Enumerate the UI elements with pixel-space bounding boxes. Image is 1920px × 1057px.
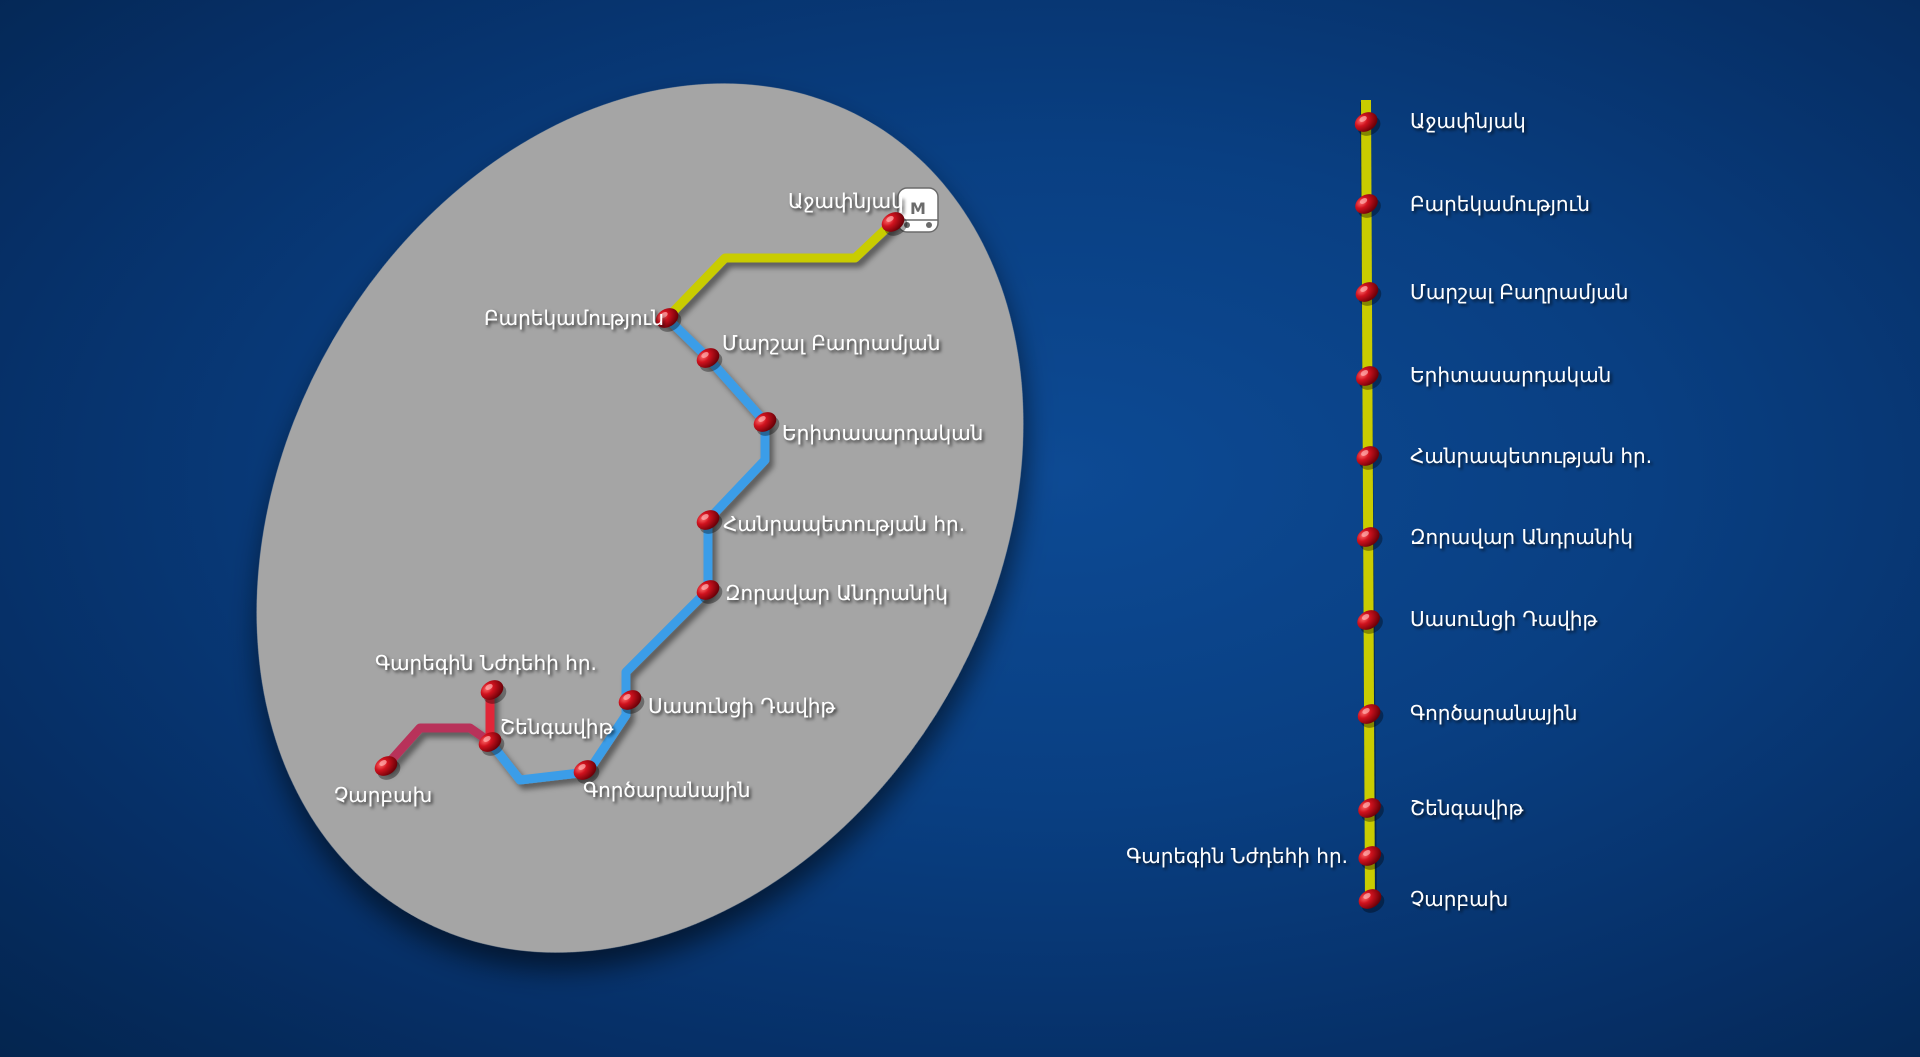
schematic-marker-4[interactable]	[1353, 442, 1386, 474]
map-disc	[256, 83, 1024, 953]
schematic-marker-1[interactable]	[1352, 190, 1385, 222]
map-station-markers	[371, 208, 911, 788]
map-marker-azhdanyak[interactable]	[878, 208, 911, 240]
schematic-line	[1360, 99, 1377, 906]
map-marker-yeritasardakan[interactable]	[750, 408, 783, 440]
schematic-station-labels: Աջափնյակ Բարեկամություն Մարշալ Բաղրամյան…	[1126, 109, 1652, 911]
map-label-shengavit[interactable]: Շենգավիթ	[500, 715, 613, 739]
schematic-station-markers	[1351, 108, 1388, 917]
map-label-garegin[interactable]: Գարեգին Նժդեհի հր.	[375, 651, 597, 675]
schematic-label-9[interactable]: Գարեգին Նժդեհի հր.	[1126, 844, 1348, 868]
schematic-marker-0[interactable]	[1351, 108, 1384, 140]
map-marker-hanrapetutyan[interactable]	[693, 506, 726, 538]
metro-train-icon	[897, 187, 939, 233]
schematic-marker-10[interactable]	[1355, 885, 1388, 917]
schematic-marker-2[interactable]	[1352, 278, 1385, 310]
schematic-label-6[interactable]: Սասունցի Դավիթ	[1410, 607, 1597, 631]
map-station-labels: Աջափնյակ Բարեկամություն Մարշալ Բաղրամյան…	[334, 189, 983, 807]
map-marker-garegin[interactable]	[477, 676, 510, 708]
line-crimson-segment	[381, 723, 495, 771]
map-marker-gortsaranayin[interactable]	[570, 756, 603, 788]
map-label-barekamutyun[interactable]: Բարեկամություն	[484, 306, 664, 330]
map-label-charbakh[interactable]: Չարբախ	[334, 783, 432, 807]
schematic-marker-8[interactable]	[1355, 794, 1388, 826]
schematic-label-2[interactable]: Մարշալ Բաղրամյան	[1410, 280, 1628, 304]
schematic-label-7[interactable]: Գործարանային	[1410, 701, 1577, 725]
schematic-label-4[interactable]: Հանրապետության հր.	[1410, 444, 1652, 468]
schematic-label-1[interactable]: Բարեկամություն	[1410, 192, 1590, 216]
map-marker-marshal[interactable]	[693, 344, 726, 376]
schematic-marker-6[interactable]	[1354, 606, 1387, 638]
metro-logo: M	[897, 187, 939, 233]
schematic-marker-9[interactable]	[1355, 842, 1388, 874]
schematic-label-3[interactable]: Երիտասարդական	[1410, 363, 1611, 387]
schematic-marker-3[interactable]	[1352, 362, 1385, 394]
schematic-label-0[interactable]: Աջափնյակ	[1410, 109, 1526, 133]
map-marker-shengavit[interactable]	[475, 728, 508, 760]
map-label-hanrapetutyan[interactable]: Հանրապետության հր.	[723, 512, 965, 536]
schematic-label-10[interactable]: Չարբախ	[1410, 887, 1508, 911]
map-label-marshal[interactable]: Մարշալ Բաղրամյան	[722, 331, 940, 355]
map-label-sasuntsi[interactable]: Սասունցի Դավիթ	[648, 694, 835, 718]
map-marker-zoravar[interactable]	[693, 576, 726, 608]
map-marker-charbakh[interactable]	[371, 752, 404, 784]
schematic-marker-5[interactable]	[1353, 523, 1386, 555]
map-label-zoravar[interactable]: Զորավար Անդրանիկ	[725, 581, 948, 605]
line-yellow-segment	[662, 217, 898, 323]
schematic-label-8[interactable]: Շենգավիթ	[1410, 796, 1523, 820]
metro-logo-letter: M	[910, 199, 926, 218]
schematic-line-bar	[1361, 99, 1375, 906]
map-label-azhdanyak[interactable]: Աջափնյակ	[788, 189, 904, 213]
map-marker-barekamutyun[interactable]	[652, 304, 685, 336]
map-label-yeritasardakan[interactable]: Երիտասարդական	[782, 421, 983, 445]
schematic-label-5[interactable]: Զորավար Անդրանիկ	[1410, 525, 1633, 549]
schematic-marker-7[interactable]	[1354, 700, 1387, 732]
map-marker-sasuntsi[interactable]	[615, 686, 648, 718]
map-label-gortsaranayin[interactable]: Գործարանային	[583, 778, 750, 802]
